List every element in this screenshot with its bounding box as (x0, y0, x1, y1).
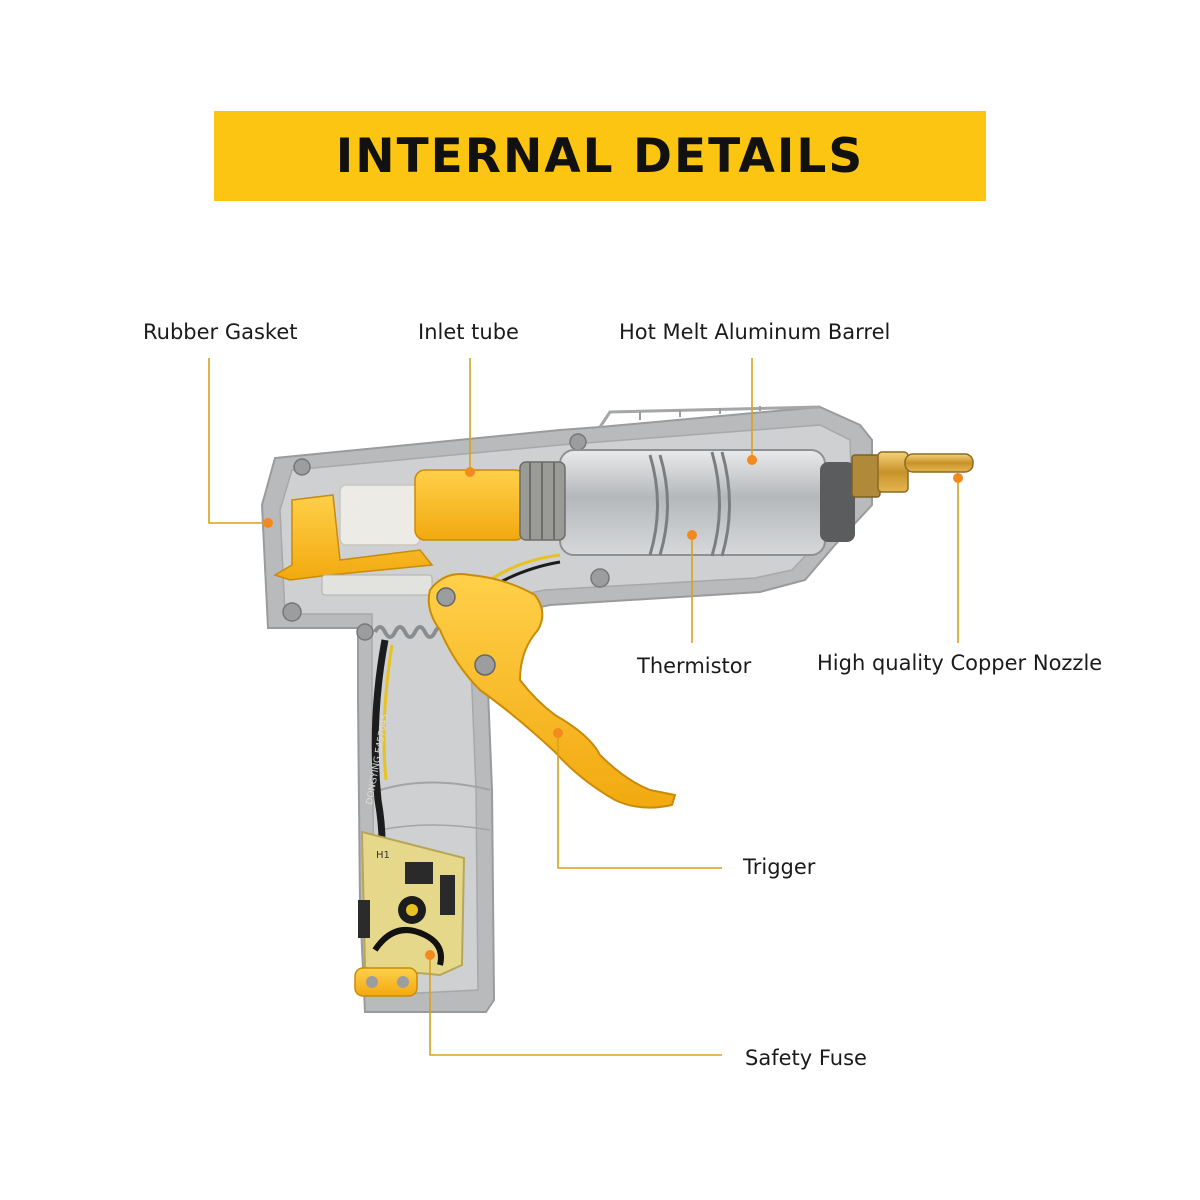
callout-dot-barrel (747, 455, 757, 465)
label-inlet-tube: Inlet tube (418, 320, 519, 344)
label-thermistor: Thermistor (637, 654, 752, 678)
callout-line-rubber-gasket (208, 358, 267, 524)
callout-line-trigger (557, 733, 722, 869)
copper-nozzle (851, 451, 974, 498)
callout-dot-nozzle (953, 473, 963, 483)
aluminum-barrel (559, 449, 855, 557)
callout-dots (263, 455, 963, 960)
inlet-tube (339, 461, 566, 546)
label-barrel: Hot Melt Aluminum Barrel (619, 320, 891, 344)
banner-title: INTERNAL DETAILS (335, 128, 865, 184)
pcb-print: H1 (376, 850, 390, 861)
callout-dot-safety-fuse (425, 950, 435, 960)
callout-dot-thermistor (687, 530, 697, 540)
callout-lines (208, 358, 959, 1056)
trigger-lever (427, 573, 677, 809)
label-rubber-gasket: Rubber Gasket (143, 320, 298, 344)
label-nozzle: High quality Copper Nozzle (817, 651, 1103, 675)
label-safety-fuse: Safety Fuse (745, 1046, 867, 1070)
callout-dot-inlet-tube (465, 467, 475, 477)
callout-dot-trigger (553, 728, 563, 738)
feed-bracket (273, 494, 434, 596)
callout-line-safety-fuse (429, 955, 722, 1056)
title-banner: INTERNAL DETAILS (214, 111, 986, 201)
circuit-board: H1 (354, 830, 466, 997)
callout-dot-rubber-gasket (263, 518, 273, 528)
label-trigger: Trigger (743, 855, 816, 879)
